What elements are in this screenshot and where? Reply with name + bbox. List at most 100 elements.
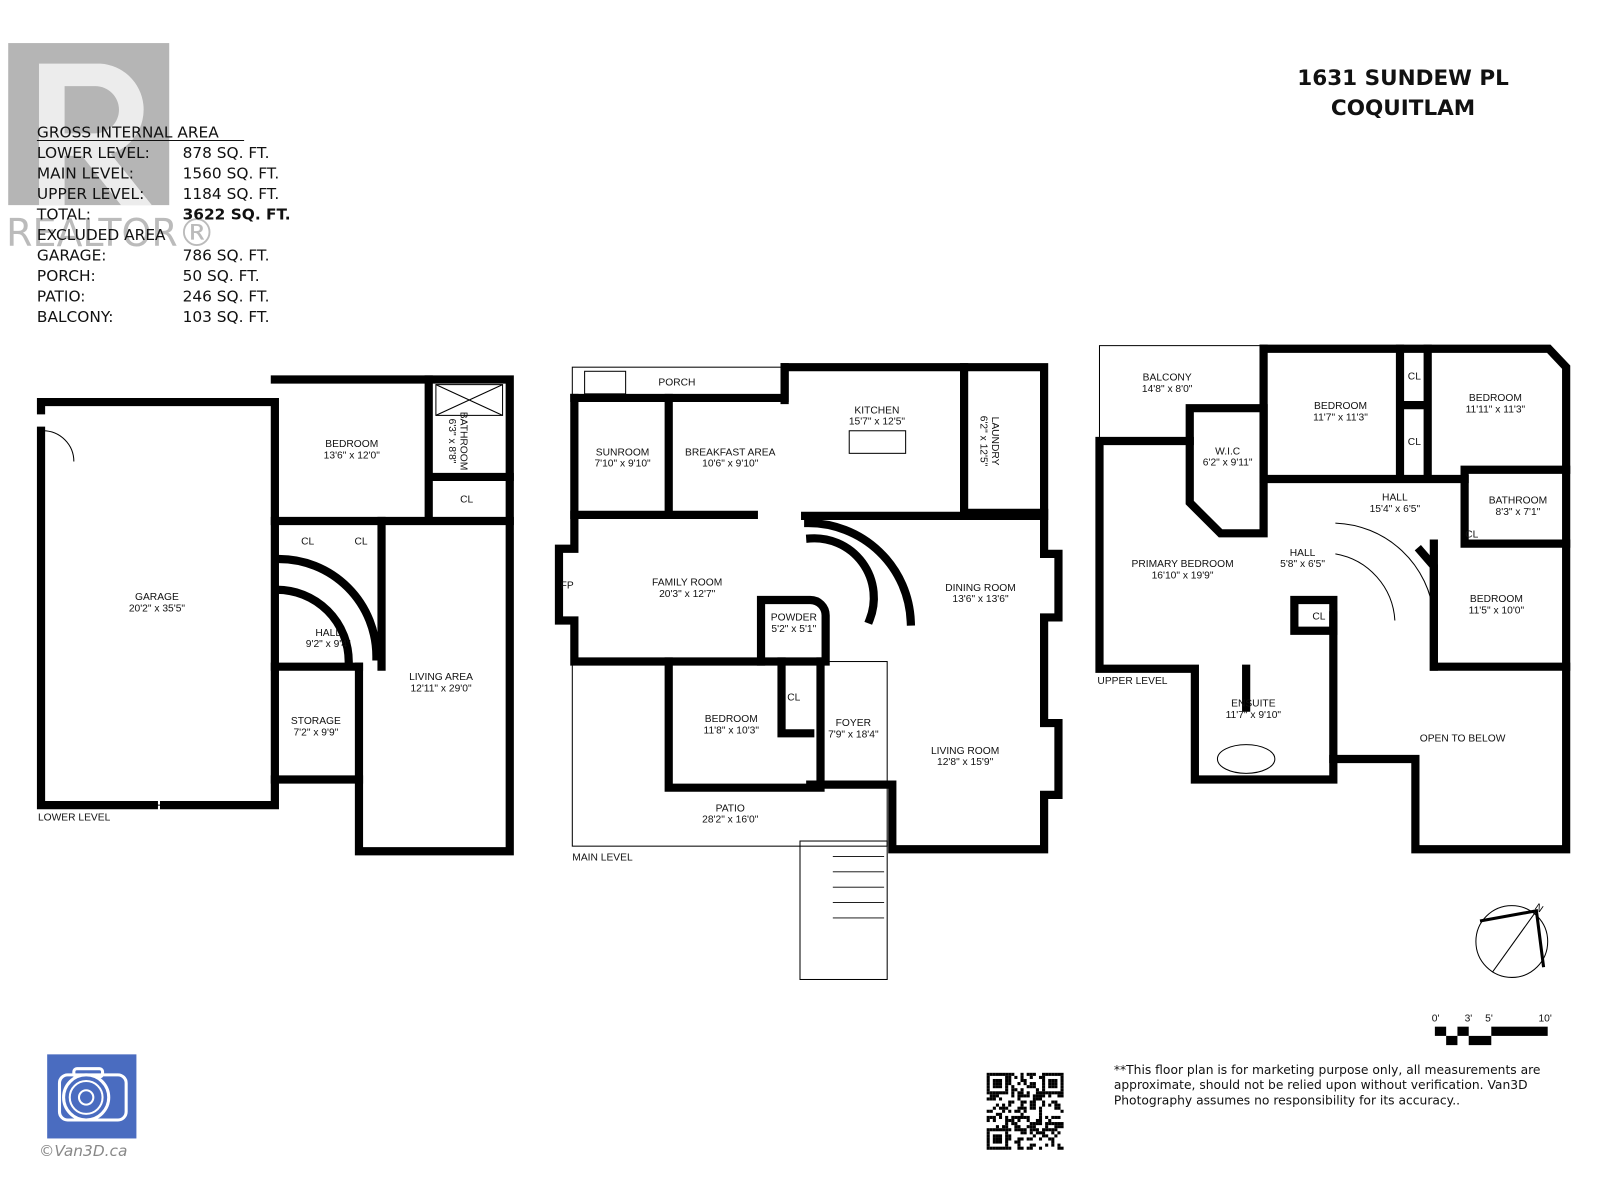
main-level-plan: FP MAIN LEVEL PORCH SUNROOM 7'10" x 9'10…	[554, 363, 1063, 980]
property-address: 1631 SUNDEW PL	[1297, 66, 1509, 91]
room-name: CL	[301, 537, 314, 548]
qr-module	[986, 1140, 990, 1144]
qr-module	[986, 1143, 990, 1147]
room-dims: 14'8" x 8'0"	[1142, 384, 1193, 395]
qr-module	[989, 1097, 993, 1101]
qr-module	[1032, 1094, 1036, 1098]
area-label: PORCH:	[37, 267, 96, 285]
room-dims: 8'3" x 7'1"	[1496, 507, 1541, 518]
qr-module	[1054, 1128, 1058, 1132]
qr-module	[1029, 1075, 1033, 1079]
qr-module	[1020, 1100, 1024, 1104]
qr-module	[1029, 1128, 1033, 1132]
qr-module	[998, 1128, 1003, 1132]
qr-module	[1060, 1088, 1064, 1092]
qr-module	[998, 1091, 1003, 1095]
room-dims: 5'2" x 5'1"	[771, 624, 816, 635]
qr-module	[1057, 1094, 1061, 1098]
qr-module	[1017, 1082, 1021, 1086]
qr-module	[1026, 1137, 1030, 1141]
qr-module	[998, 1085, 1003, 1089]
qr-module	[1060, 1094, 1064, 1098]
qr-module	[998, 1112, 1003, 1116]
qr-module	[1029, 1082, 1033, 1086]
qr-module	[1060, 1109, 1064, 1113]
qr-module	[1054, 1115, 1058, 1119]
qr-module	[1032, 1103, 1036, 1107]
qr-module	[998, 1072, 1003, 1076]
disclaimer-line: **This floor plan is for marketing purpo…	[1114, 1063, 1541, 1077]
room-name: BEDROOM	[1469, 393, 1522, 404]
qr-module	[1017, 1137, 1021, 1141]
area-label: LOWER LEVEL:	[37, 144, 150, 162]
room-name: PRIMARY BEDROOM	[1131, 559, 1233, 570]
qr-module	[995, 1146, 999, 1150]
scale-bar: 0' 3' 5' 10'	[1432, 1014, 1552, 1046]
qr-module	[1051, 1115, 1055, 1119]
qr-module	[1042, 1078, 1046, 1083]
qr-module	[995, 1134, 999, 1138]
qr-module	[1008, 1082, 1012, 1086]
area-value: 50 SQ. FT.	[183, 267, 260, 285]
area-value: 1184 SQ. FT.	[183, 185, 280, 203]
qr-module	[1032, 1134, 1036, 1138]
qr-code[interactable]	[986, 1072, 1064, 1150]
qr-module	[1054, 1082, 1058, 1086]
qr-module	[1029, 1103, 1033, 1107]
qr-module	[1038, 1118, 1043, 1123]
qr-module	[1020, 1115, 1024, 1119]
room-name: FAMILY ROOM	[652, 578, 722, 589]
qr-module	[1060, 1091, 1064, 1095]
room-dims: 7'10" x 9'10"	[594, 459, 651, 470]
room-name: SUNROOM	[596, 447, 650, 458]
room-dims: 12'8" x 15'9"	[937, 757, 994, 768]
qr-module	[1051, 1082, 1055, 1086]
area-value: 878 SQ. FT.	[183, 144, 270, 162]
qr-module	[1005, 1131, 1009, 1135]
room-name: HALL	[1382, 493, 1408, 504]
qr-module	[1045, 1128, 1049, 1132]
qr-module	[1035, 1088, 1039, 1092]
qr-module	[1029, 1146, 1033, 1150]
qr-module	[986, 1097, 990, 1101]
qr-module	[1020, 1137, 1024, 1141]
qr-module	[1029, 1125, 1033, 1129]
qr-module	[1026, 1115, 1030, 1119]
room-dims: 5'8" x 6'5"	[1280, 559, 1325, 570]
room-name: CL	[1312, 611, 1325, 622]
area-label: PATIO:	[37, 288, 86, 306]
qr-module	[1026, 1146, 1030, 1150]
qr-module	[1005, 1122, 1009, 1126]
qr-module	[1005, 1118, 1009, 1123]
qr-module	[1014, 1075, 1018, 1079]
qr-module	[998, 1097, 1003, 1101]
qr-module	[986, 1078, 990, 1083]
qr-module	[1054, 1078, 1058, 1083]
qr-module	[1023, 1094, 1027, 1098]
qr-module	[1048, 1103, 1052, 1107]
qr-module	[986, 1134, 990, 1138]
room-name: BEDROOM	[325, 439, 378, 450]
room-dims: 11'7" x 9'10"	[1226, 710, 1282, 721]
room-name: CL	[787, 693, 800, 704]
qr-module	[1008, 1134, 1012, 1138]
qr-module	[1042, 1075, 1046, 1079]
qr-module	[1060, 1072, 1064, 1076]
scale-tick-label: 0'	[1432, 1014, 1440, 1025]
qr-module	[1032, 1106, 1036, 1110]
qr-module	[1042, 1094, 1046, 1098]
qr-module	[998, 1146, 1003, 1150]
qr-module	[995, 1078, 999, 1083]
area-summary: GROSS INTERNAL AREA LOWER LEVEL: 878 SQ.…	[36, 123, 291, 326]
qr-module	[1057, 1143, 1061, 1147]
qr-module	[1011, 1091, 1015, 1095]
qr-module	[1017, 1115, 1021, 1119]
qr-module	[1048, 1082, 1052, 1086]
qr-module	[1051, 1128, 1055, 1132]
qr-module	[1014, 1115, 1018, 1119]
qr-module	[992, 1128, 996, 1132]
qr-module	[1038, 1094, 1043, 1098]
qr-module	[1051, 1091, 1055, 1095]
qr-module	[1014, 1140, 1018, 1144]
room-name: BATHROOM	[458, 412, 469, 470]
